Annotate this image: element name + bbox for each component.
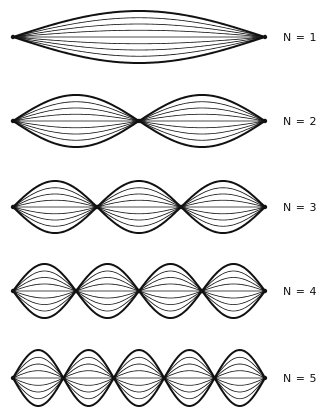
mode-label: N = 3	[283, 201, 317, 214]
mode-label: N = 2	[283, 115, 317, 128]
envelope-inner-curve	[12, 199, 266, 215]
string-end-node	[262, 118, 268, 124]
interior-node	[61, 375, 66, 381]
mode-5-group: N = 5	[10, 348, 317, 408]
envelope-inner-curve	[12, 187, 266, 227]
envelope-inner-curve	[12, 193, 266, 221]
envelope-inner-curve	[12, 356, 266, 400]
string-end-node	[262, 288, 268, 294]
envelope-inner-curve	[12, 23, 266, 38]
interior-node	[94, 204, 100, 210]
envelope-inner-curve	[12, 36, 266, 57]
string-end-node	[10, 34, 16, 40]
envelope-outer-curve	[12, 179, 266, 235]
envelope-outer-curve	[12, 348, 266, 408]
modes-layer: N = 1 N = 2 N = 3 N = 4 N = 5	[10, 10, 317, 408]
envelope-inner-curve	[12, 29, 266, 38]
string-end-node	[10, 375, 16, 381]
envelope-inner-curve	[12, 193, 266, 221]
interior-node	[178, 204, 184, 210]
envelope-inner-curve	[12, 17, 266, 38]
mode-2-group: N = 2	[10, 93, 317, 149]
interior-node	[212, 375, 217, 381]
string-end-node	[10, 288, 16, 294]
mode-label: N = 5	[283, 372, 317, 385]
string-end-node	[262, 34, 268, 40]
string-end-node	[10, 204, 16, 210]
envelope-inner-curve	[12, 36, 266, 45]
envelope-outer-curve	[12, 10, 266, 38]
envelope-inner-curve	[12, 36, 266, 51]
mode-3-group: N = 3	[10, 179, 317, 235]
envelope-outer-curve	[12, 348, 266, 408]
interior-node	[162, 375, 167, 381]
envelope-inner-curve	[12, 370, 266, 386]
mode-label: N = 1	[283, 31, 317, 44]
interior-node	[73, 288, 79, 294]
envelope-inner-curve	[12, 370, 266, 386]
interior-node	[136, 288, 142, 294]
envelope-inner-curve	[12, 356, 266, 400]
envelope-inner-curve	[12, 199, 266, 215]
envelope-outer-curve	[12, 179, 266, 235]
interior-node	[136, 118, 142, 124]
string-end-node	[262, 375, 268, 381]
envelope-inner-curve	[12, 187, 266, 227]
interior-node	[199, 288, 205, 294]
envelope-inner-curve	[12, 363, 266, 393]
mode-1-group: N = 1	[10, 10, 317, 64]
envelope-outer-curve	[12, 36, 266, 64]
string-end-node	[262, 204, 268, 210]
string-end-node	[10, 118, 16, 124]
mode-label: N = 4	[283, 285, 317, 298]
interior-node	[111, 375, 117, 381]
envelope-inner-curve	[12, 363, 266, 393]
mode-4-group: N = 4	[10, 263, 317, 319]
